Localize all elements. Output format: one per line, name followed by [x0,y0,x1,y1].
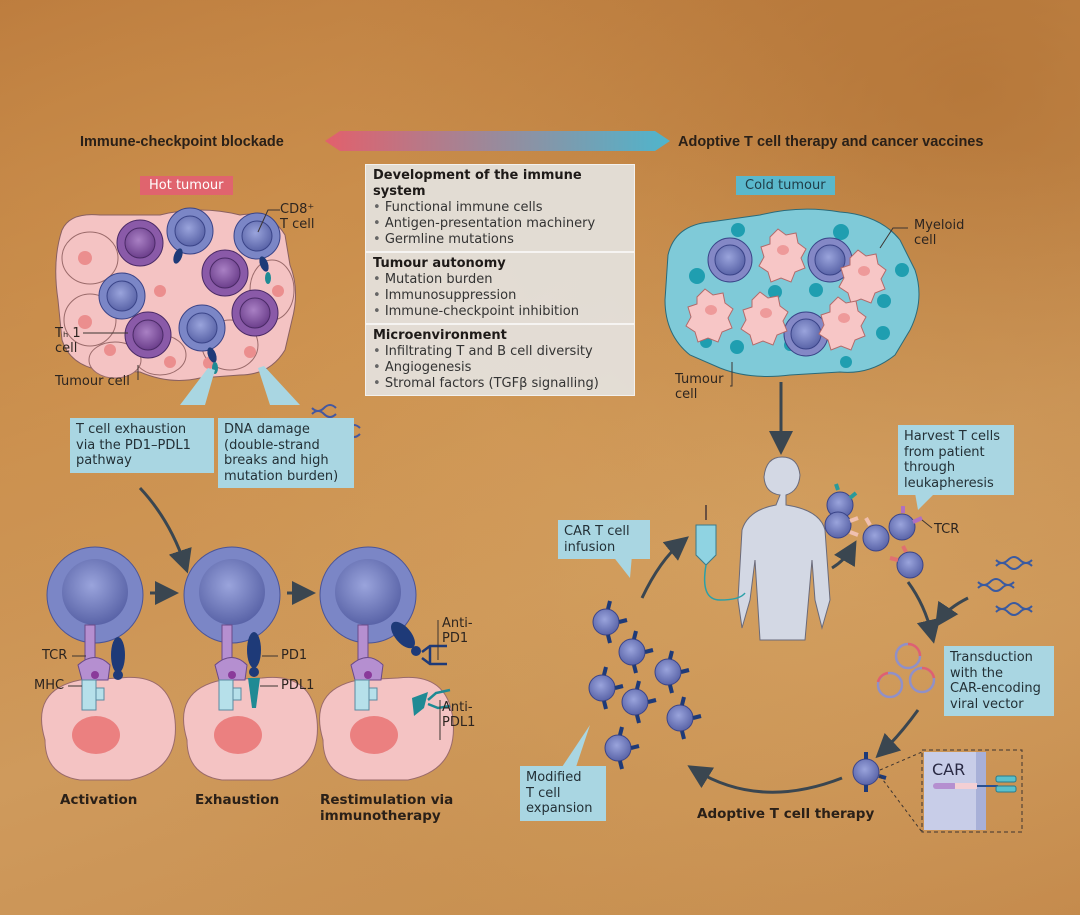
caption-exhaustion: Exhaustion [195,792,280,808]
info-section-title: Tumour autonomy [373,256,506,271]
callout-tail [915,493,935,510]
car-t-cell [654,650,690,694]
car-t-cell [852,752,887,792]
spectrum-arrow [325,131,670,151]
callout-tail [180,368,215,405]
flow-arrow [935,596,969,628]
header-right-title: Adoptive T cell therapy and cancer vacci… [678,134,984,150]
cold-label-leaders [730,227,908,387]
tumour-cell-label: Tumour cell [55,374,130,389]
info-item: Immunosuppression [373,288,628,304]
myeloid-cells [685,228,887,351]
info-section-title: Microenvironment [373,328,507,343]
th1-cell-label: Tₕ 1 cell [55,326,81,356]
callout-car-t-infusion: CAR T cell infusion [558,520,650,559]
flow-arrow [875,709,920,759]
info-section-development: Development of the immune system Functio… [366,165,634,253]
caption-adoptive-t-cell-therapy: Adoptive T cell therapy [697,806,875,822]
flow-arrow [906,581,941,644]
callout-harvest: Harvest T cells from patient through leu… [898,425,1014,495]
pd1-label: PD1 [281,648,308,663]
car-t-cell [666,696,702,740]
hot-tumour-cluster [55,207,296,381]
hot-tumour-tag: Hot tumour [140,176,233,195]
stage-restimulation [319,546,454,781]
tcr-leader [921,519,933,529]
caption-restimulation: Restimulation via immunotherapy [320,792,454,824]
cold-tumour-cluster [664,208,920,377]
info-item: Immune-checkpoint inhibition [373,304,628,320]
stage-exhaustion [183,546,318,781]
anti-pdl1-antibody-icon [427,688,451,710]
expanded-car-t-cells [588,600,702,770]
viral-vector-icons [876,642,936,699]
flow-arrow [138,486,192,574]
callout-t-cell-expansion: Modified T cell expansion [520,766,606,821]
info-item: Mutation burden [373,272,628,288]
car-inset [879,749,1023,833]
stage-activation [41,546,176,781]
car-t-cell [592,600,628,644]
tcr-receptors [834,483,923,562]
info-item: Germline mutations [373,232,628,248]
flow-arrow [687,765,843,794]
car-label: CAR [932,760,966,779]
anti-pdl1-label: Anti- PDL1 [442,700,476,730]
anti-pd1-label: Anti- PD1 [442,616,473,646]
car-t-cell [604,726,640,770]
info-section-autonomy: Tumour autonomy Mutation burden Immunosu… [366,253,634,325]
info-section-microenvironment: Microenvironment Infiltrating T and B ce… [366,325,634,395]
info-item: Functional immune cells [373,200,628,216]
info-item: Infiltrating T and B cell diversity [373,344,628,360]
callout-tail [612,555,632,578]
car-t-cell [618,630,654,674]
header-left-title: Immune-checkpoint blockade [80,134,284,150]
iv-bag-icon [695,505,746,601]
caption-activation: Activation [60,792,138,808]
callout-transduction: Transduction with the CAR-encoding viral… [944,646,1054,716]
tcr-label: TCR [42,648,68,663]
callout-tail [258,366,300,405]
myeloid-cell-label: Myeloid cell [914,218,965,248]
factors-info-box: Development of the immune system Functio… [365,164,635,396]
mhc-label: MHC [34,678,65,693]
info-section-title: Development of the immune system [373,168,582,199]
dna-icon [977,556,1033,616]
harvested-t-cells [824,491,924,579]
callout-dna-damage: DNA damage (double-strand breaks and hig… [218,418,354,488]
flow-arrow [831,540,857,570]
callout-t-cell-exhaustion: T cell exhaustion via the PD1–PDL1 pathw… [70,418,214,473]
flow-arrow [640,536,689,599]
hot-label-leaders [83,209,280,380]
tcr-label-right: TCR [934,522,960,537]
info-item: Angiogenesis [373,360,628,376]
info-item: Stromal factors (TGFβ signalling) [373,376,628,392]
info-item: Antigen-presentation machinery [373,216,628,232]
cd8-t-cell-label: CD8⁺ T cell [280,202,315,232]
stage-label-leaders [68,620,441,740]
car-t-cell [621,680,657,724]
patient-figure [737,456,831,641]
cold-tumour-cell-label: Tumour cell [675,372,724,402]
anti-pd1-antibody-icon [421,644,447,666]
callout-tail [560,725,590,770]
car-t-cell [588,666,624,710]
cold-tumour-tag: Cold tumour [736,176,835,195]
pdl1-label: PDL1 [281,678,315,693]
